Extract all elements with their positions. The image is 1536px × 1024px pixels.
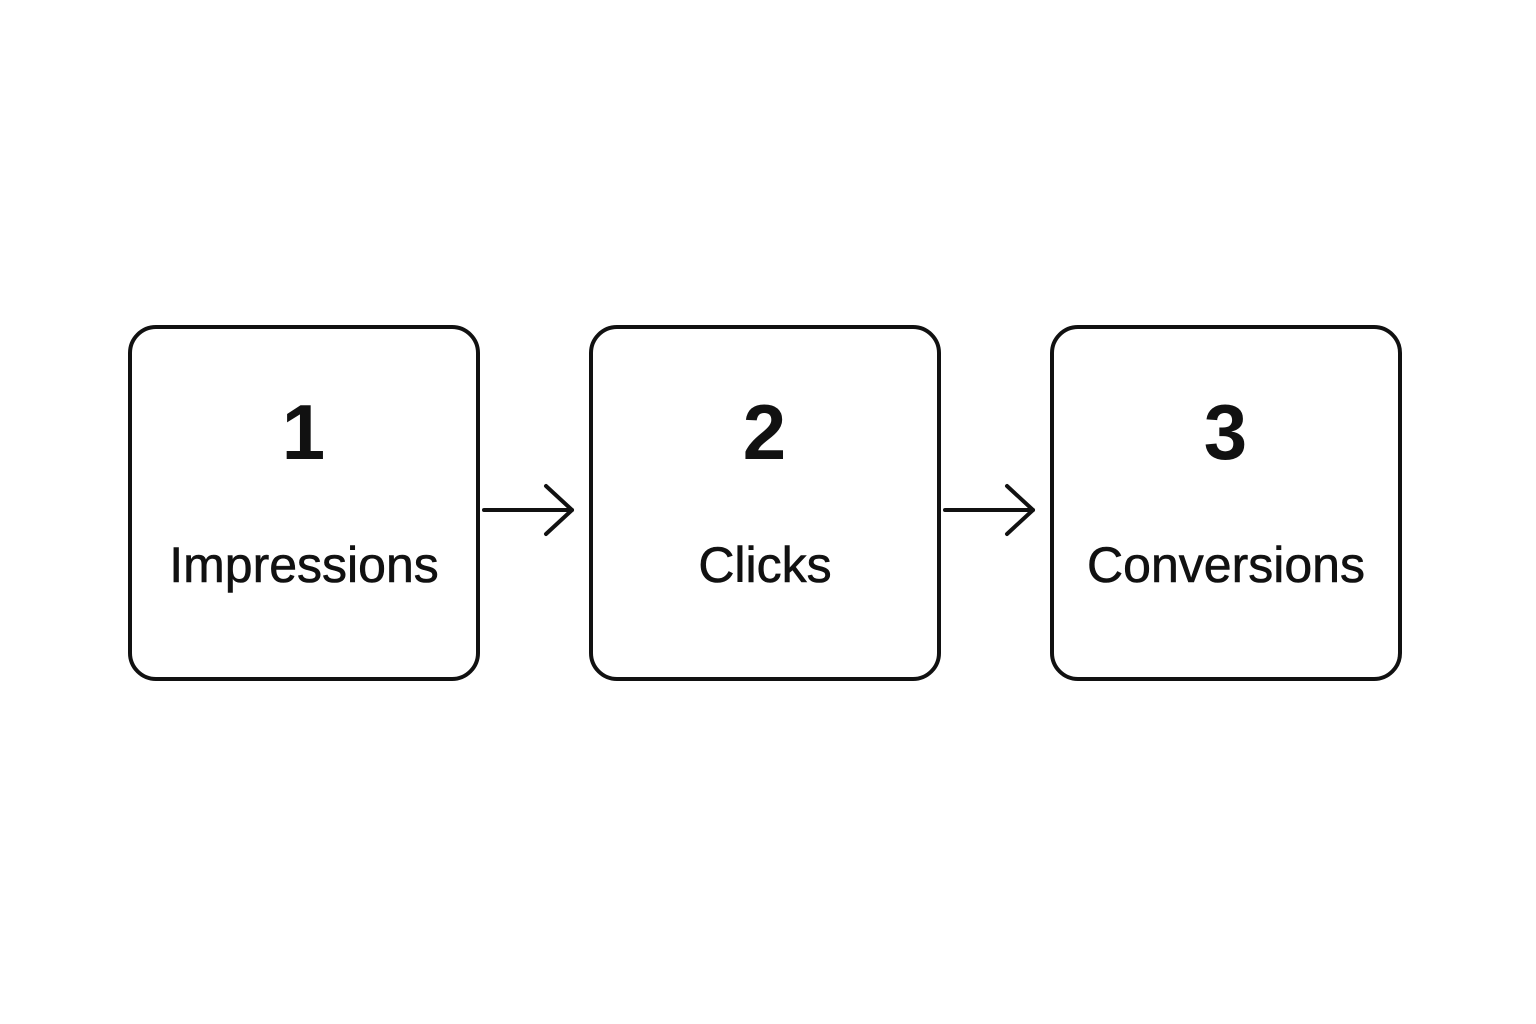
step-number: 2 — [742, 388, 788, 476]
step-box-impressions: 1 Impressions — [128, 325, 480, 681]
step-number: 1 — [281, 388, 327, 476]
step-box-clicks: 2 Clicks — [589, 325, 941, 681]
step-box-conversions: 3 Conversions — [1050, 325, 1402, 681]
step-label: Clicks — [698, 537, 832, 594]
step-number: 3 — [1203, 388, 1249, 476]
arrow-right-icon — [943, 484, 1035, 536]
step-label: Impressions — [169, 537, 439, 594]
step-label: Conversions — [1087, 537, 1366, 594]
arrow-right-icon — [482, 484, 574, 536]
